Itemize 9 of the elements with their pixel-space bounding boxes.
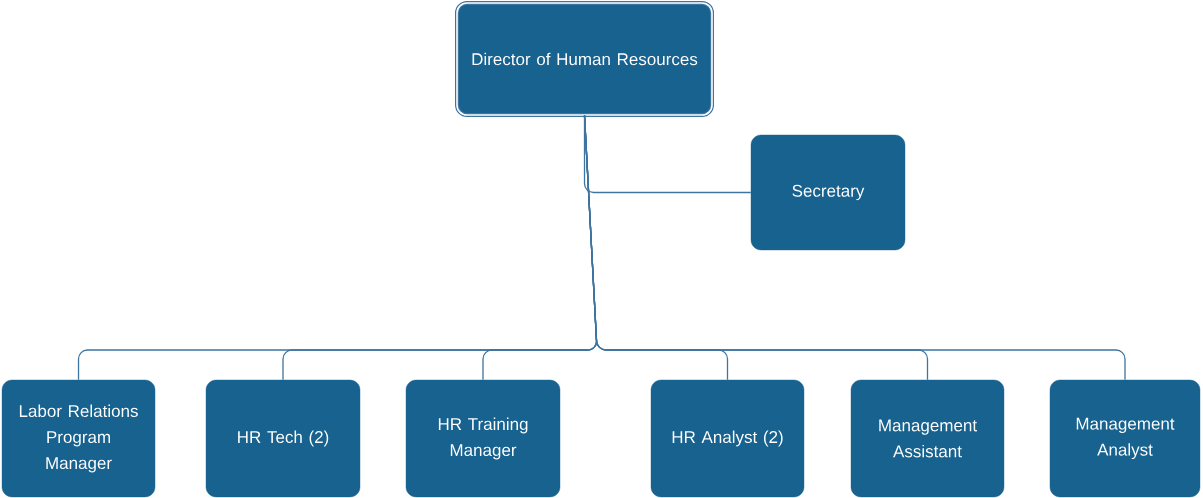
connector-line (583, 114, 1126, 381)
position-box: Labor Relations Program Manager (1, 379, 156, 498)
position-box: Management Assistant (850, 379, 1005, 498)
position-box: Management Analyst (1049, 379, 1201, 498)
position-box: HR Tech (2) (205, 379, 361, 498)
position-box: HR Training Manager (405, 379, 561, 498)
position-box: HR Analyst (2) (650, 379, 805, 498)
position-box: Secretary (750, 134, 906, 251)
title-box: Director of Human Resources (455, 1, 714, 117)
